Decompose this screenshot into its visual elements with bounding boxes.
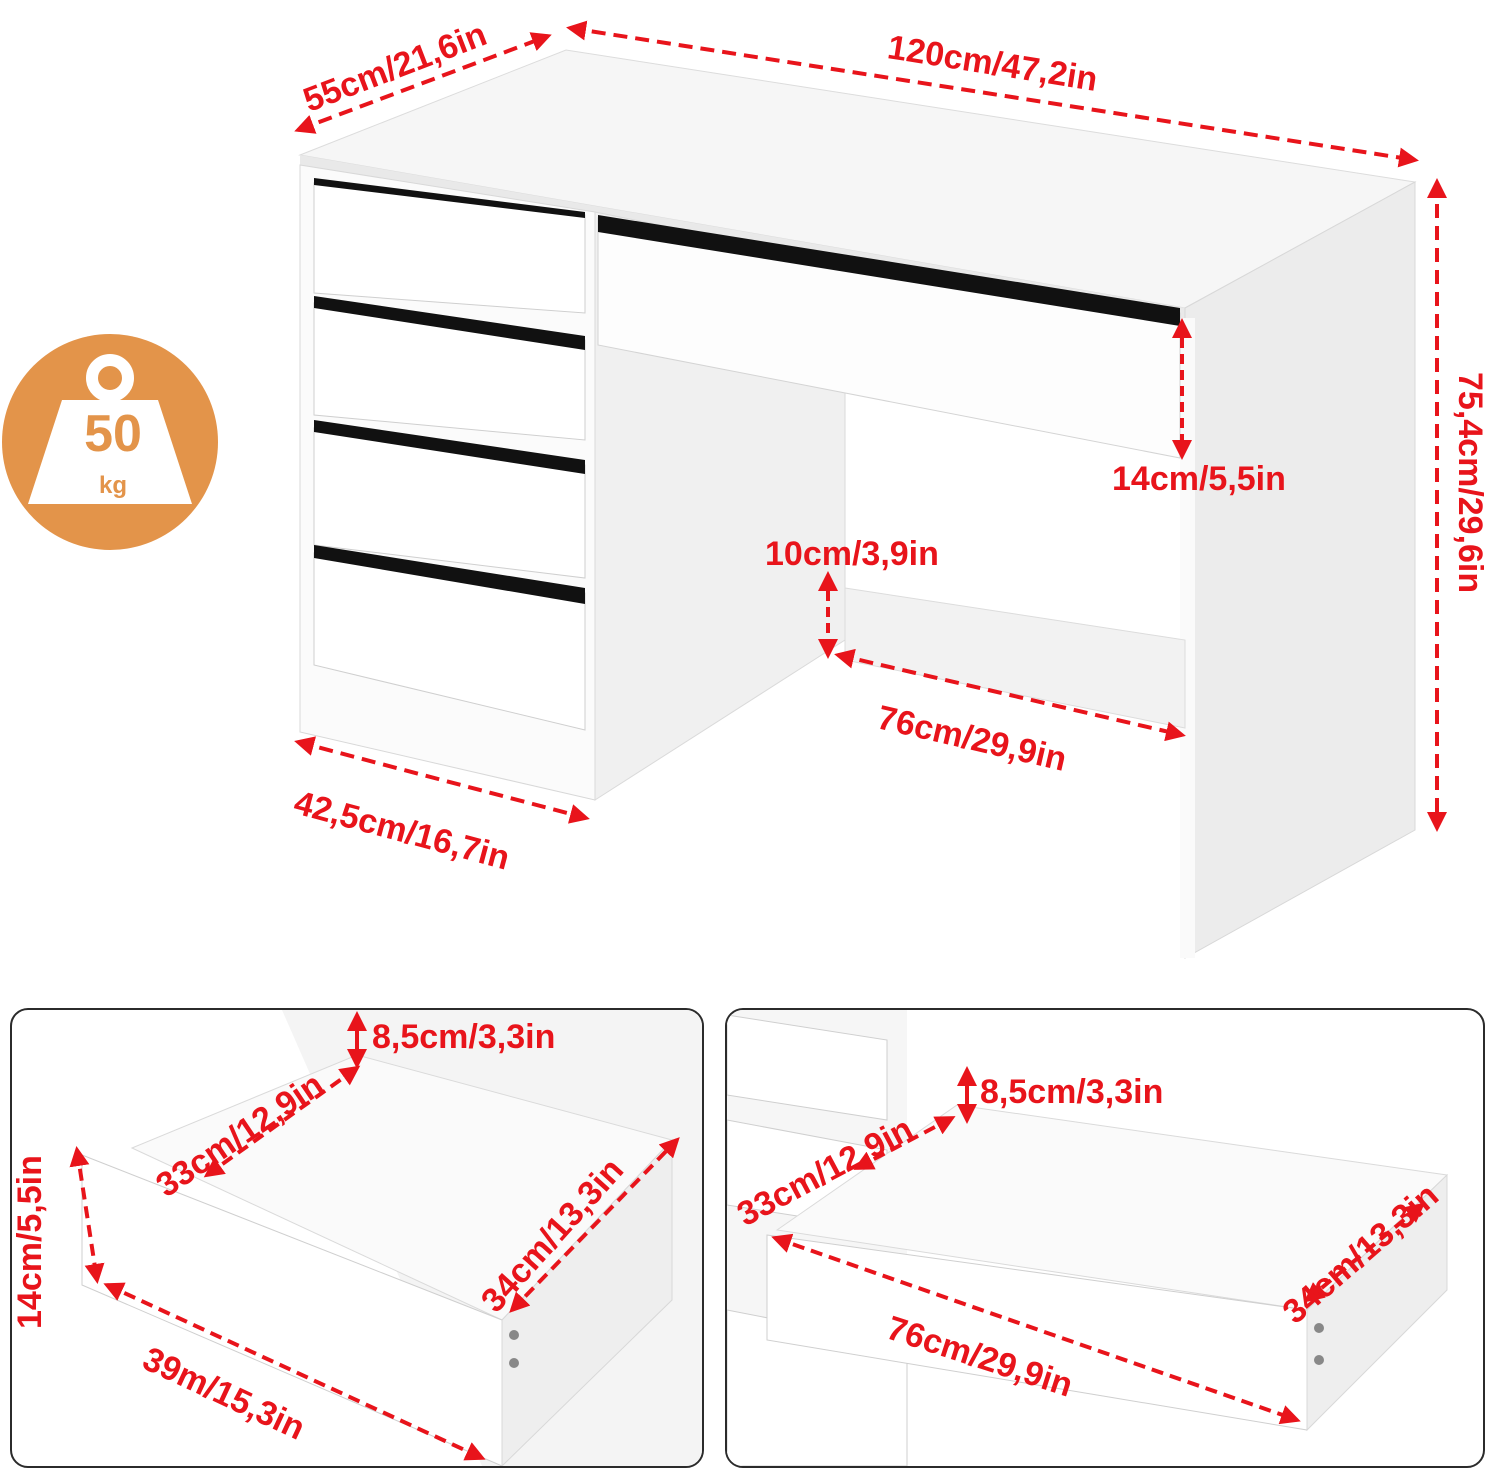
dim-width-line	[566, 20, 1419, 168]
weight-icon	[28, 400, 192, 504]
dim-legspace-line	[834, 648, 1186, 742]
right-depth-label: 8,5cm/3,3in	[980, 1073, 1164, 1111]
weight-badge	[2, 334, 218, 550]
right-leg-side	[1184, 181, 1416, 959]
drawer-height-label: 14cm/5,5in	[1112, 460, 1286, 498]
weight-value: 50	[84, 405, 142, 463]
right-detail-panel	[725, 1008, 1485, 1468]
weight-unit: kg	[98, 472, 127, 499]
height-label: 75,4cm/29,6in	[1451, 372, 1489, 594]
dim-depth-line	[294, 32, 552, 134]
bar-height-label: 10cm/3,9in	[765, 535, 939, 573]
left-front-height-label: 14cm/5,5in	[11, 1155, 49, 1329]
left-detail-panel	[10, 1008, 704, 1468]
left-depth-label: 8,5cm/3,3in	[372, 1018, 556, 1056]
dim-cabinet-line	[294, 736, 590, 824]
desk-illustration	[294, 20, 1447, 959]
right-leg-front	[1180, 318, 1195, 958]
